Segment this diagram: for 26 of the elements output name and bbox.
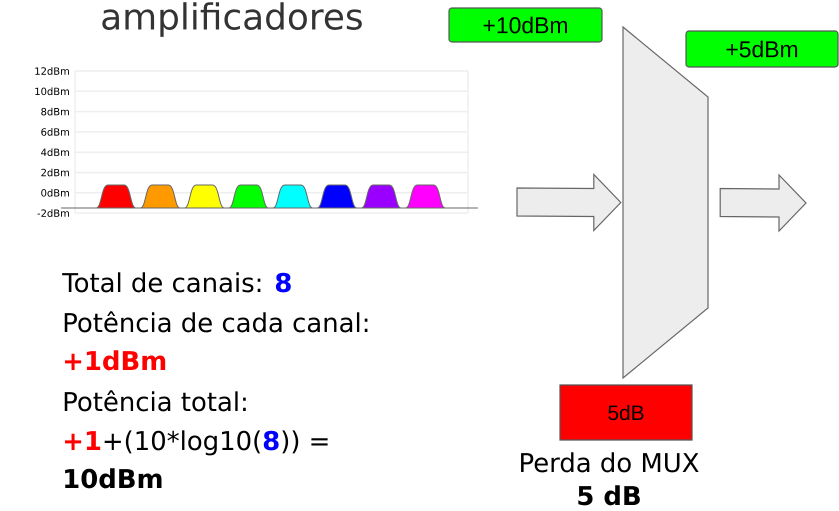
label: )) = — [282, 430, 328, 454]
axis-label: -2dBm — [38, 209, 69, 217]
label: 8 — [264, 430, 279, 450]
power-tag: +5dBm — [685, 30, 839, 68]
info-text: +1dBm — [64, 350, 166, 370]
axis-label: 8dBm — [41, 108, 69, 116]
title: amplificadores — [102, 2, 362, 37]
axis-label: 4dBm — [41, 148, 69, 156]
axis-label: 12dBm — [35, 67, 69, 75]
info-text: Potência de cada canal: — [64, 311, 368, 332]
info-text: +1 +(10*log10(8)) = — [64, 430, 328, 456]
caption-text: 5 dB — [578, 485, 640, 506]
axis-label: 6dBm — [41, 128, 69, 136]
label: +1 — [64, 431, 100, 450]
block-arrow — [720, 174, 807, 232]
caption-text: Perda do MUX — [521, 452, 699, 472]
label: +(10*log10( — [104, 430, 260, 456]
axis-label: 0dBm — [41, 188, 69, 197]
info-text: Potência total: — [64, 390, 246, 412]
axis-label: 10dBm — [35, 87, 69, 96]
block-arrow — [516, 173, 622, 232]
axis-label: 2dBm — [41, 168, 69, 176]
info-text: 10dBm — [65, 468, 162, 488]
info-text: Total de canais: 8 — [62, 272, 291, 292]
power-tag: +10dBm — [448, 7, 603, 43]
loss-box: 5dB — [559, 384, 693, 441]
